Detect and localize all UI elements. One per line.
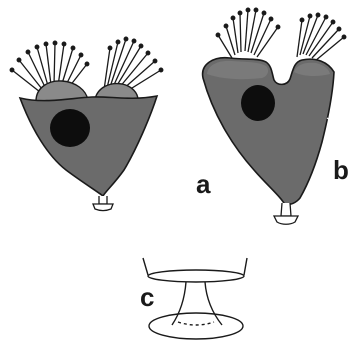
cilia-b-right xyxy=(297,13,346,61)
stalk-b xyxy=(281,203,291,216)
body-a xyxy=(20,96,157,196)
detail-c xyxy=(143,258,247,339)
organism-b xyxy=(203,8,346,224)
lobe-b-left xyxy=(207,61,268,79)
panel-label-a: a xyxy=(196,171,210,197)
stem-inner-c xyxy=(178,322,214,325)
holdfast-a xyxy=(93,204,113,211)
cup-rim-c xyxy=(148,270,244,282)
body-b xyxy=(203,58,334,205)
stem-c xyxy=(172,282,222,325)
panel-label-c: c xyxy=(140,284,154,310)
nucleus-a xyxy=(50,109,90,147)
holdfast-b xyxy=(274,216,298,224)
panel-label-b: b xyxy=(333,157,349,183)
base-c xyxy=(149,313,243,339)
cilia-b-left xyxy=(216,8,280,58)
organism-a xyxy=(10,37,163,210)
nucleus-b xyxy=(241,85,275,121)
stalk-a xyxy=(99,196,107,204)
